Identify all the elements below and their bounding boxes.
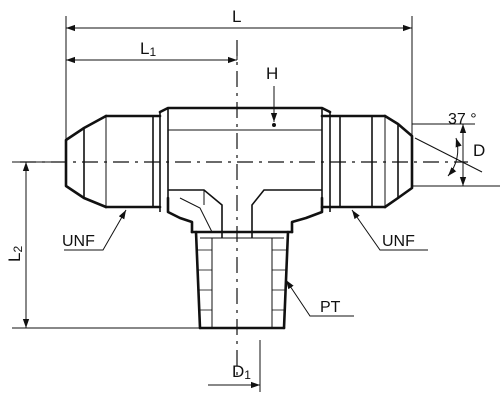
label-d1: D1 xyxy=(232,362,251,382)
dimension-l2: L2 xyxy=(5,162,30,328)
label-l1-main: L xyxy=(140,39,149,58)
label-l2: L2 xyxy=(5,246,25,262)
label-d1-main: D xyxy=(232,362,244,381)
label-pt: PT xyxy=(320,299,341,316)
callout-pt: PT xyxy=(285,279,354,317)
label-h: H xyxy=(266,64,278,83)
extension-lines xyxy=(12,16,500,392)
label-l: L xyxy=(232,7,241,26)
callout-unf-left: UNF xyxy=(62,209,127,251)
label-l1: L1 xyxy=(140,39,156,59)
dimension-l1: L1 xyxy=(66,39,237,64)
dimension-angle: 37 ° xyxy=(414,111,483,177)
dimension-l: L xyxy=(66,7,412,32)
fitting-outline xyxy=(64,106,414,330)
label-angle: 37 ° xyxy=(448,111,477,128)
label-l2-main: L xyxy=(5,253,24,262)
dimension-d1: D1 xyxy=(208,362,260,389)
dimension-d: D xyxy=(459,124,485,186)
callout-unf-right: UNF xyxy=(351,209,428,251)
label-l2-sub: 2 xyxy=(11,246,25,253)
label-d1-sub: 1 xyxy=(244,368,251,382)
label-unf-right: UNF xyxy=(382,233,415,250)
center-lines xyxy=(20,40,468,380)
label-d: D xyxy=(473,141,485,160)
dimension-h: H xyxy=(266,64,278,127)
label-l1-sub: 1 xyxy=(149,45,156,59)
label-unf-left: UNF xyxy=(62,233,95,250)
